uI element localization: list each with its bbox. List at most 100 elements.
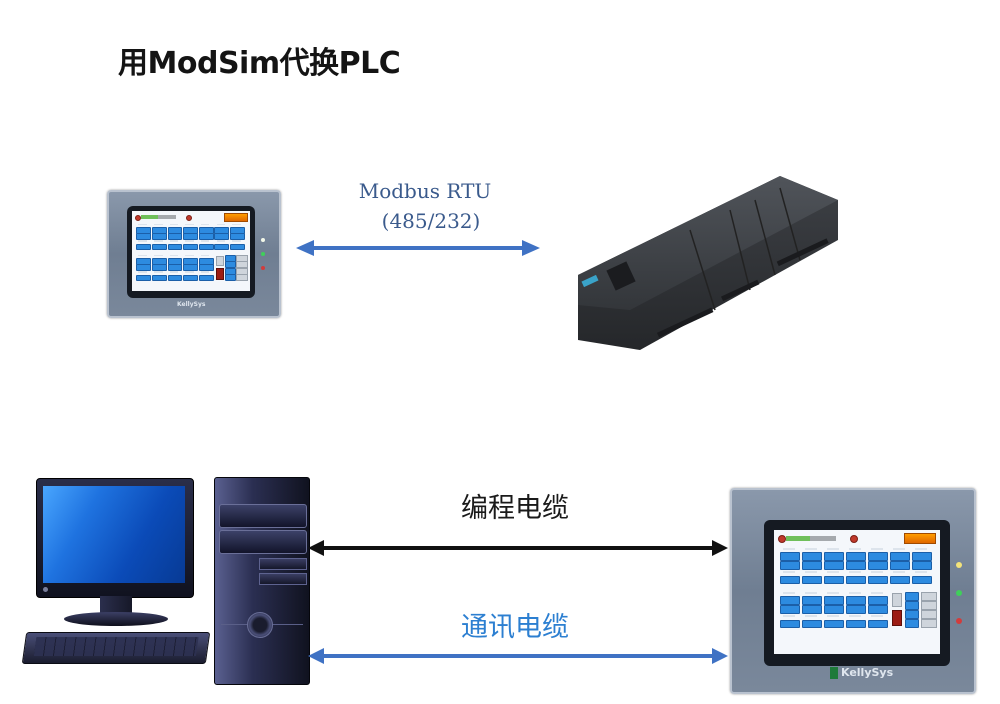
hmi-button <box>868 576 888 584</box>
arrow-head-left <box>296 240 314 256</box>
hmi-button <box>905 619 919 628</box>
column-label <box>154 271 163 273</box>
hmi-button <box>136 243 152 250</box>
brand-logo: KellySys <box>177 301 206 308</box>
hmi-button <box>868 620 888 628</box>
arrow-shaft <box>312 246 524 250</box>
hmi-button <box>846 561 866 570</box>
arrow-shape <box>296 240 540 256</box>
column-label <box>216 223 226 226</box>
mode-switch <box>215 255 224 267</box>
hmi-button <box>167 233 183 240</box>
column-label <box>169 240 179 242</box>
hmi-button <box>846 605 866 614</box>
column-label <box>200 255 210 257</box>
hmi-button <box>167 274 183 282</box>
communication-cable-label: 通讯电缆 <box>461 612 569 643</box>
hmi-button <box>230 233 245 240</box>
column-label <box>138 223 147 226</box>
communication-cable-arrow <box>308 648 728 664</box>
column-label <box>169 223 179 226</box>
programming-cable-arrow <box>308 540 728 556</box>
hmi-button <box>846 576 866 584</box>
arrow-head-right <box>522 240 540 256</box>
hmi-button <box>912 576 932 584</box>
column-label <box>200 223 210 226</box>
column-label <box>185 223 194 226</box>
column-label <box>232 223 241 226</box>
hmi-option <box>921 601 937 610</box>
hmi-button <box>151 233 167 240</box>
led-com-icon <box>956 618 962 624</box>
column-label <box>871 592 883 594</box>
hmi-button <box>780 552 800 561</box>
hmi-button <box>198 243 214 250</box>
hmi-button <box>846 596 866 605</box>
arrow-head-right <box>712 648 728 664</box>
column-label <box>783 592 795 594</box>
hmi-option <box>921 619 937 628</box>
hmi-button <box>868 605 888 614</box>
hmi-button <box>868 552 888 561</box>
progress-bar <box>786 536 836 541</box>
hmi-button <box>905 610 919 619</box>
hmi-button <box>802 561 822 570</box>
hmi-button <box>183 274 198 282</box>
mode-switch <box>892 593 902 607</box>
column-label <box>783 615 795 617</box>
hmi-button <box>214 233 230 240</box>
hmi-button <box>780 561 800 570</box>
arrow-head-left <box>308 540 324 556</box>
alarm-icon <box>778 535 786 543</box>
hmi-button <box>824 561 844 570</box>
hmi-screen <box>774 530 940 654</box>
column-label <box>893 571 905 573</box>
column-label <box>915 571 927 573</box>
alarm-icon <box>186 214 193 221</box>
hmi-button <box>912 552 932 561</box>
column-label <box>805 592 817 594</box>
column-label <box>185 240 194 242</box>
column-label <box>805 571 817 573</box>
hmi-button <box>780 576 800 584</box>
column-label <box>827 571 839 573</box>
hmi-button <box>198 274 214 282</box>
hmi-button <box>912 561 932 570</box>
slide-title: 用ModSim代换PLC <box>118 46 401 81</box>
column-label <box>827 592 839 594</box>
hmi-button <box>780 605 800 614</box>
hmi-button <box>183 233 198 240</box>
column-label <box>805 615 817 617</box>
column-label <box>216 240 226 242</box>
column-label <box>200 271 210 273</box>
hmi-button <box>167 243 183 250</box>
column-label <box>849 548 861 550</box>
column-label <box>827 548 839 550</box>
status-indicator <box>224 213 248 222</box>
arrow-head-right <box>712 540 728 556</box>
hmi-button <box>868 561 888 570</box>
hmi-button <box>890 576 910 584</box>
programming-cable-label: 编程电缆 <box>461 493 569 524</box>
modbus-double-arrow <box>296 240 540 256</box>
alarm-icon <box>850 535 858 543</box>
hmi-button <box>151 264 167 272</box>
led-run-icon <box>956 590 962 596</box>
pc-tower-icon <box>214 477 310 685</box>
hmi-bezel <box>764 520 950 666</box>
hmi-option <box>236 274 249 282</box>
hmi-panel-top: KellySys <box>107 190 281 318</box>
progress-bar <box>140 215 177 219</box>
hmi-button <box>802 596 822 605</box>
hmi-button <box>824 596 844 605</box>
hmi-button <box>198 233 214 240</box>
plc-device <box>578 176 838 350</box>
hmi-button <box>151 274 167 282</box>
led-power-icon <box>261 238 265 242</box>
hmi-button <box>890 552 910 561</box>
led-com-icon <box>261 266 265 270</box>
hmi-button <box>780 620 800 628</box>
column-label <box>138 271 147 273</box>
hmi-button <box>167 264 183 272</box>
hmi-button <box>905 601 919 610</box>
